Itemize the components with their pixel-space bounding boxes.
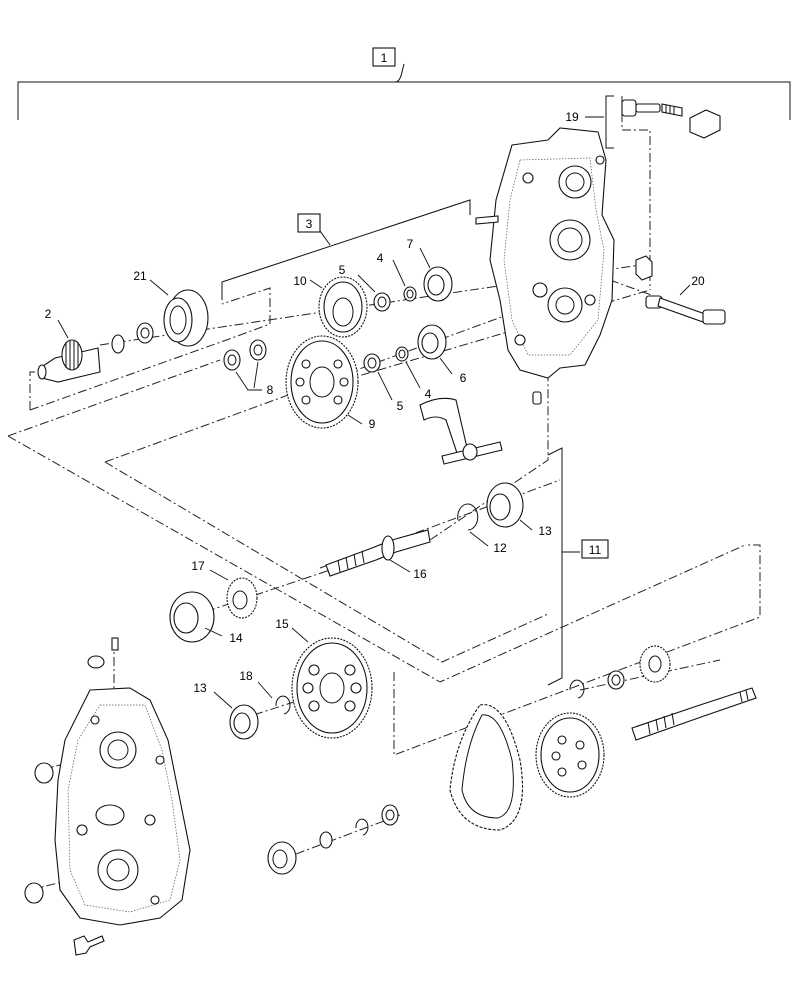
callout-12[interactable]: 12 <box>493 541 507 555</box>
part-14-bearing: 14 <box>169 591 243 645</box>
group-bracket-3: 3 <box>221 199 471 300</box>
part-5-washer-upper: 5 <box>339 263 391 312</box>
shift-fork <box>419 397 503 465</box>
part-18-snap-ring: 18 <box>239 669 291 715</box>
bearing-rings-input <box>111 322 154 354</box>
group-bracket-1: 1 <box>17 47 791 120</box>
drive-chain <box>449 704 523 831</box>
part-13-bearing-upper: 13 <box>486 482 552 538</box>
part-17-gear: 17 <box>191 559 258 619</box>
group-bracket-19: 19 <box>565 95 614 149</box>
callout-8[interactable]: 8 <box>267 383 274 397</box>
small-gear-lower <box>639 645 671 683</box>
callout-13-lower[interactable]: 13 <box>193 681 207 695</box>
callout-14[interactable]: 14 <box>229 631 243 645</box>
callout-7[interactable]: 7 <box>407 237 414 251</box>
part-19-switch-assembly <box>621 99 721 139</box>
part-2-input-shaft: 2 <box>37 307 101 383</box>
callout-6[interactable]: 6 <box>460 371 467 385</box>
front-housing <box>24 637 191 956</box>
washers-lower <box>267 670 625 875</box>
callout-4-upper[interactable]: 4 <box>377 251 384 265</box>
part-20-sensor: 20 <box>645 274 726 325</box>
callout-5-lower[interactable]: 5 <box>397 399 404 413</box>
callout-20[interactable]: 20 <box>691 274 705 288</box>
part-15-large-gear: 15 <box>275 617 373 739</box>
callout-4-lower[interactable]: 4 <box>425 387 432 401</box>
callout-1[interactable]: 1 <box>381 51 388 65</box>
countershaft <box>631 687 757 741</box>
rear-housing-cover <box>475 127 653 405</box>
callout-13-upper[interactable]: 13 <box>538 524 552 538</box>
callout-16[interactable]: 16 <box>413 567 427 581</box>
callout-18[interactable]: 18 <box>239 669 253 683</box>
callout-2[interactable]: 2 <box>45 307 52 321</box>
callout-9[interactable]: 9 <box>369 417 376 431</box>
callout-11[interactable]: 11 <box>589 543 602 557</box>
part-21-bearing: 21 <box>133 269 209 347</box>
part-9-large-gear: 9 <box>285 335 376 431</box>
part-10-gear: 10 <box>293 274 368 338</box>
part-5-washer-lower: 5 <box>363 353 404 413</box>
part-8-needle-bearings: 8 <box>223 339 274 397</box>
callout-15[interactable]: 15 <box>275 617 289 631</box>
group-bracket-11: 11 <box>547 447 609 686</box>
callout-10[interactable]: 10 <box>293 274 307 288</box>
part-4-ring-upper: 4 <box>377 251 417 302</box>
part-16-output-shaft: 16 <box>325 529 431 581</box>
part-13-bearing-lower: 13 <box>193 681 259 740</box>
callout-17[interactable]: 17 <box>191 559 205 573</box>
part-6-bearing: 6 <box>417 324 467 385</box>
drive-sprocket-gear <box>535 712 605 798</box>
part-7-bearing: 7 <box>407 237 453 302</box>
callout-21[interactable]: 21 <box>133 269 147 283</box>
part-4-ring-lower: 4 <box>395 346 432 401</box>
part-12-snap-ring: 12 <box>457 503 507 555</box>
callout-5-upper[interactable]: 5 <box>339 263 346 277</box>
callout-3[interactable]: 3 <box>306 217 313 231</box>
callout-19[interactable]: 19 <box>565 110 579 124</box>
